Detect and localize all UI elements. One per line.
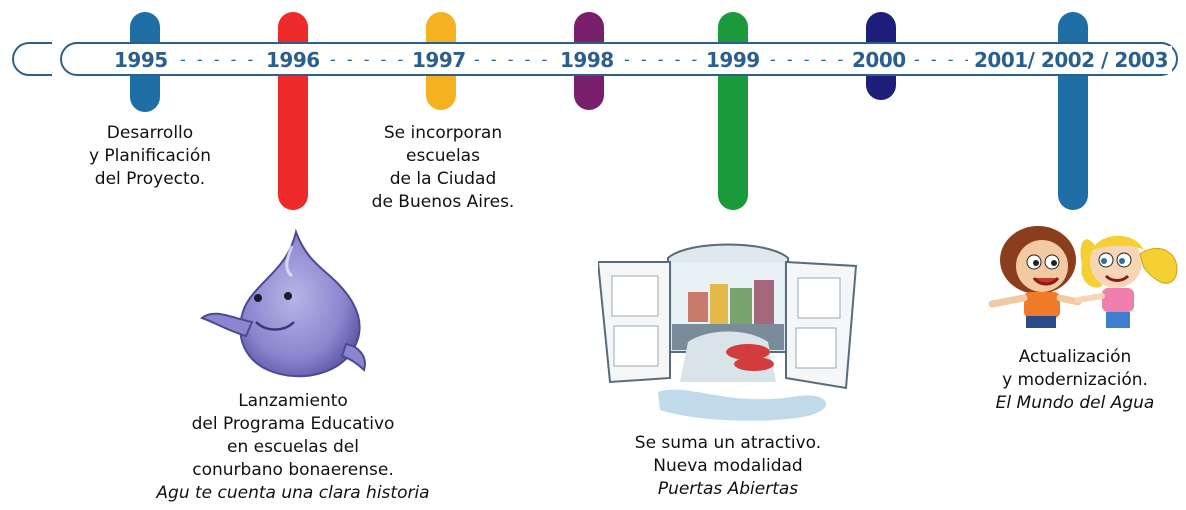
year-label: 2000: [848, 46, 910, 74]
event-1999-caption: Se suma un atractivo. Nueva modalidad Pu…: [634, 433, 822, 499]
eye-left: [254, 294, 262, 302]
dash-connector: - - - - - - - - -: [474, 50, 558, 69]
timeline-left-cap: [12, 42, 52, 76]
event-1995-caption: Desarrollo y Planificación del Proyecto.: [88, 123, 212, 189]
dash-connector: - - - - - -: [914, 50, 968, 69]
two-kids-illustration: [988, 226, 1178, 328]
year-label: 1998: [556, 46, 618, 74]
year-label: 2001/ 2002 / 2003: [970, 46, 1172, 74]
dash-connector: - - - - - - - - -: [330, 50, 412, 69]
water-drop-character-illustration: [199, 228, 366, 378]
year-label: 1997: [408, 46, 470, 74]
event-1997-caption: Se incorporan escuelas de la Ciudad de B…: [371, 123, 515, 212]
eye-right: [284, 292, 292, 300]
event-1996-caption: Lanzamiento del Programa Educativo en es…: [156, 391, 430, 503]
dash-connector: - - - - - - - - -: [624, 50, 706, 69]
year-label: 1996: [262, 46, 324, 74]
event-2001-caption: Actualización y modernización. El Mundo …: [995, 347, 1155, 413]
year-label: 1999: [702, 46, 764, 74]
open-doors-city-illustration: [598, 243, 858, 421]
year-label: 1995: [110, 46, 172, 74]
dash-connector: - - - - - - - - -: [180, 50, 266, 69]
dash-connector: - - - - - - - - -: [770, 50, 852, 69]
